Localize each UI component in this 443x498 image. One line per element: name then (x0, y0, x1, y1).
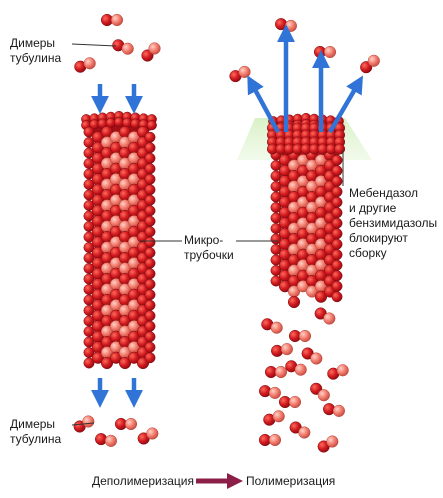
beta-tubulin (294, 363, 307, 376)
capped-subunit (334, 143, 346, 155)
beta-tubulin (82, 415, 95, 428)
beta-tubulin (310, 352, 323, 365)
tubulin-subunit (314, 290, 328, 303)
tubulin-subunit (305, 285, 319, 298)
beta-tubulin (121, 42, 134, 55)
tubulin-dimer (229, 65, 251, 83)
label-dimers-top: Димеры тубулина (10, 36, 62, 65)
tubulin-dimer (285, 360, 307, 376)
tubulin-dimer (263, 410, 285, 426)
rim-subunit (146, 120, 157, 131)
beta-tubulin (238, 65, 251, 78)
tubulin-dimer (317, 435, 339, 453)
beta-tubulin (83, 57, 96, 70)
tubulin-subunit (91, 351, 105, 364)
tubulin-dimer (288, 329, 312, 343)
tubulin-subunit (100, 356, 114, 370)
tubulin-subunit (83, 357, 95, 369)
beta-tubulin (317, 389, 330, 402)
tubulin-subunit (331, 291, 343, 303)
tubulin-dimer (327, 364, 349, 380)
beta-tubulin (298, 426, 311, 439)
beta-tubulin (270, 321, 283, 334)
tubulin-subunit (296, 280, 310, 293)
tubulin-dimer (258, 433, 282, 447)
beta-tubulin (124, 417, 138, 431)
microtubule-right (266, 112, 346, 309)
tubulin-dimer (360, 54, 380, 74)
tubulin-dimer (141, 42, 161, 62)
legend: Деполимеризация Полимеризация (0, 470, 443, 492)
left-top-arrows (91, 84, 143, 114)
tubulin-subunit (127, 351, 141, 364)
beta-tubulin (336, 364, 349, 377)
tubulin-dimer (114, 417, 138, 431)
tubulin-dimer (100, 13, 124, 27)
label-microtubules: Микро- трубочки (184, 233, 234, 262)
tubulin-dimer (264, 365, 288, 379)
beta-tubulin (332, 404, 345, 417)
tubulin-subunit (144, 352, 156, 364)
tubulin-dimer (278, 395, 302, 409)
left-bottom-arrows (91, 378, 143, 408)
beta-tubulin (148, 42, 161, 55)
tubulin-dimer (112, 39, 134, 55)
tubulin-dimer (301, 347, 323, 365)
tubulin-dimer (95, 433, 117, 447)
beta-tubulin (104, 434, 117, 447)
beta-tubulin (288, 395, 302, 409)
beta-tubulin (268, 433, 282, 447)
label-mebendazole: Мебендазол и другие бензимидазолы блокир… (349, 186, 438, 260)
tubulin-subunit (287, 295, 301, 309)
beta-tubulin (146, 427, 159, 440)
tubulin-subunit (278, 280, 292, 293)
tubulin-dimer (310, 382, 330, 402)
legend-polymerization: Полимеризация (246, 474, 336, 488)
beta-tubulin (280, 343, 293, 356)
beta-tubulin (323, 312, 336, 325)
microtubule-left (81, 110, 157, 370)
tubulin-dimer (323, 403, 345, 417)
tubulin-subunit (118, 356, 132, 370)
beta-tubulin (326, 435, 339, 448)
tubulin-dimer (137, 427, 159, 445)
beta-tubulin (367, 54, 380, 67)
legend-depolymerization: Деполимеризация (92, 474, 194, 488)
beta-tubulin (268, 386, 281, 399)
beta-tubulin (272, 410, 285, 423)
tubulin-dimer (259, 385, 281, 399)
tubulin-dimer (261, 318, 283, 334)
tubulin-dimer (271, 343, 293, 357)
beta-tubulin (110, 13, 124, 27)
tubulin-dimer (314, 307, 336, 325)
beta-tubulin (298, 329, 312, 343)
label-pointers (71, 43, 344, 426)
tubulin-dimer (74, 57, 96, 73)
beta-tubulin (274, 365, 288, 379)
tubulin-subunit (270, 275, 282, 287)
label-dimers-bottom: Димеры тубулина (10, 417, 62, 446)
tubulin-subunit (109, 351, 123, 364)
tubulin-dimer (289, 421, 311, 439)
